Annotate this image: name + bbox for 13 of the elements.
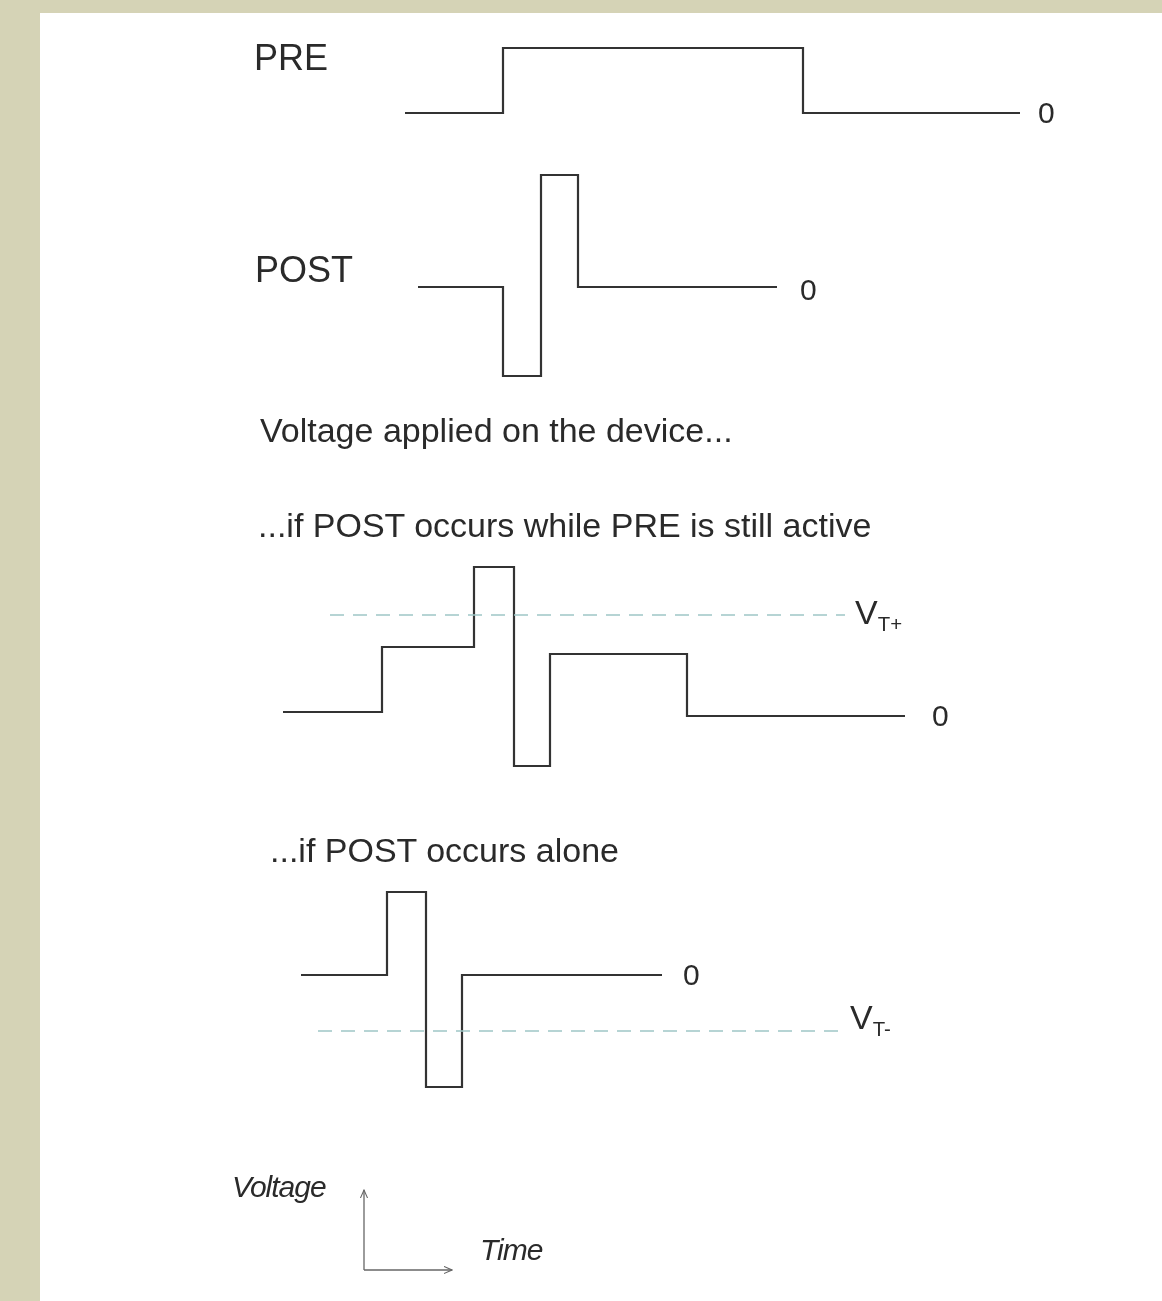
threshold-label: V$_{T+}$ (855, 595, 903, 635)
zero-level-label: 0 (932, 701, 949, 731)
zero-level-label: 0 (683, 960, 700, 990)
description-text: ...if POST occurs alone (270, 833, 619, 867)
zero-level-label: 0 (800, 275, 817, 305)
signal-label: POST (255, 252, 353, 288)
threshold-label: V$_{T-}$ (850, 1000, 891, 1040)
axis-label: Voltage (232, 1172, 326, 1202)
axis-label: Time (480, 1235, 543, 1265)
description-text: Voltage applied on the device... (260, 413, 733, 447)
description-text: ...if POST occurs while PRE is still active (258, 508, 872, 542)
signal-label: PRE (254, 40, 329, 76)
zero-level-label: 0 (1038, 98, 1055, 128)
